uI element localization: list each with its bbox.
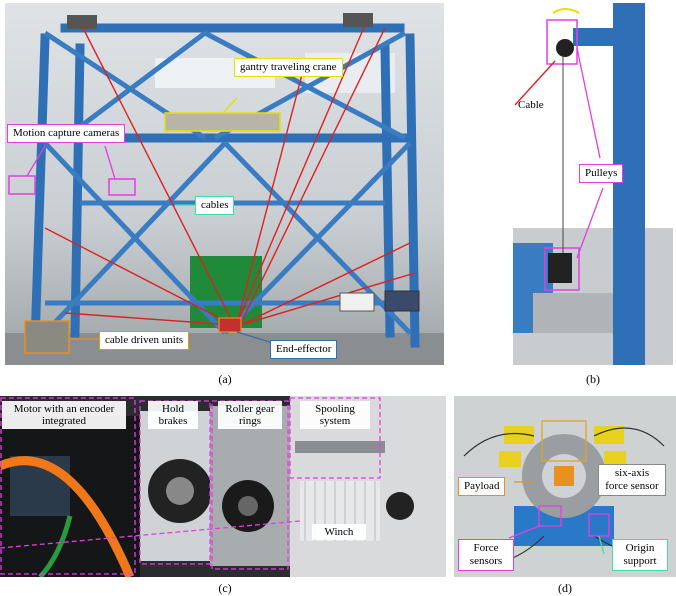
origin-support-label: Origin support xyxy=(612,539,668,571)
photo-panel-b: Cable Pulleys xyxy=(513,3,673,365)
pulley-photo xyxy=(513,3,673,365)
photo-panel-d: Payload six-axis force sensor Force sens… xyxy=(454,396,676,577)
photo-panel-c: Motor with an encoder integrated Hold br… xyxy=(0,396,446,577)
winch-label: Winch xyxy=(312,524,366,540)
caption-d: (d) xyxy=(558,581,572,595)
caption-b: (b) xyxy=(586,372,600,386)
force-sensor-label: six-axis force sensor xyxy=(598,464,666,496)
motion-cameras-label: Motion capture cameras xyxy=(7,124,126,143)
payload-label: Payload xyxy=(458,477,506,496)
caption-a: (a) xyxy=(218,372,232,386)
motor-label: Motor with an encoder integrated xyxy=(2,401,126,429)
caption-c: (c) xyxy=(218,581,232,595)
cable-units-label: cable driven units xyxy=(99,331,190,350)
pulleys-label: Pulleys xyxy=(579,164,624,183)
brakes-label: Hold brakes xyxy=(148,401,198,429)
end-effector-label: End-effector xyxy=(270,340,338,359)
cables-label: cables xyxy=(195,196,235,215)
cable-label: Cable xyxy=(518,99,544,111)
force-sensors-label: Force sensors xyxy=(458,539,514,571)
gantry-photo xyxy=(5,3,444,365)
gantry-crane-label: gantry traveling crane xyxy=(234,58,343,77)
spooling-label: Spooling system xyxy=(300,401,370,429)
roller-label: Roller gear rings xyxy=(218,401,282,429)
photo-panel-a: gantry traveling crane Motion capture ca… xyxy=(5,3,444,365)
